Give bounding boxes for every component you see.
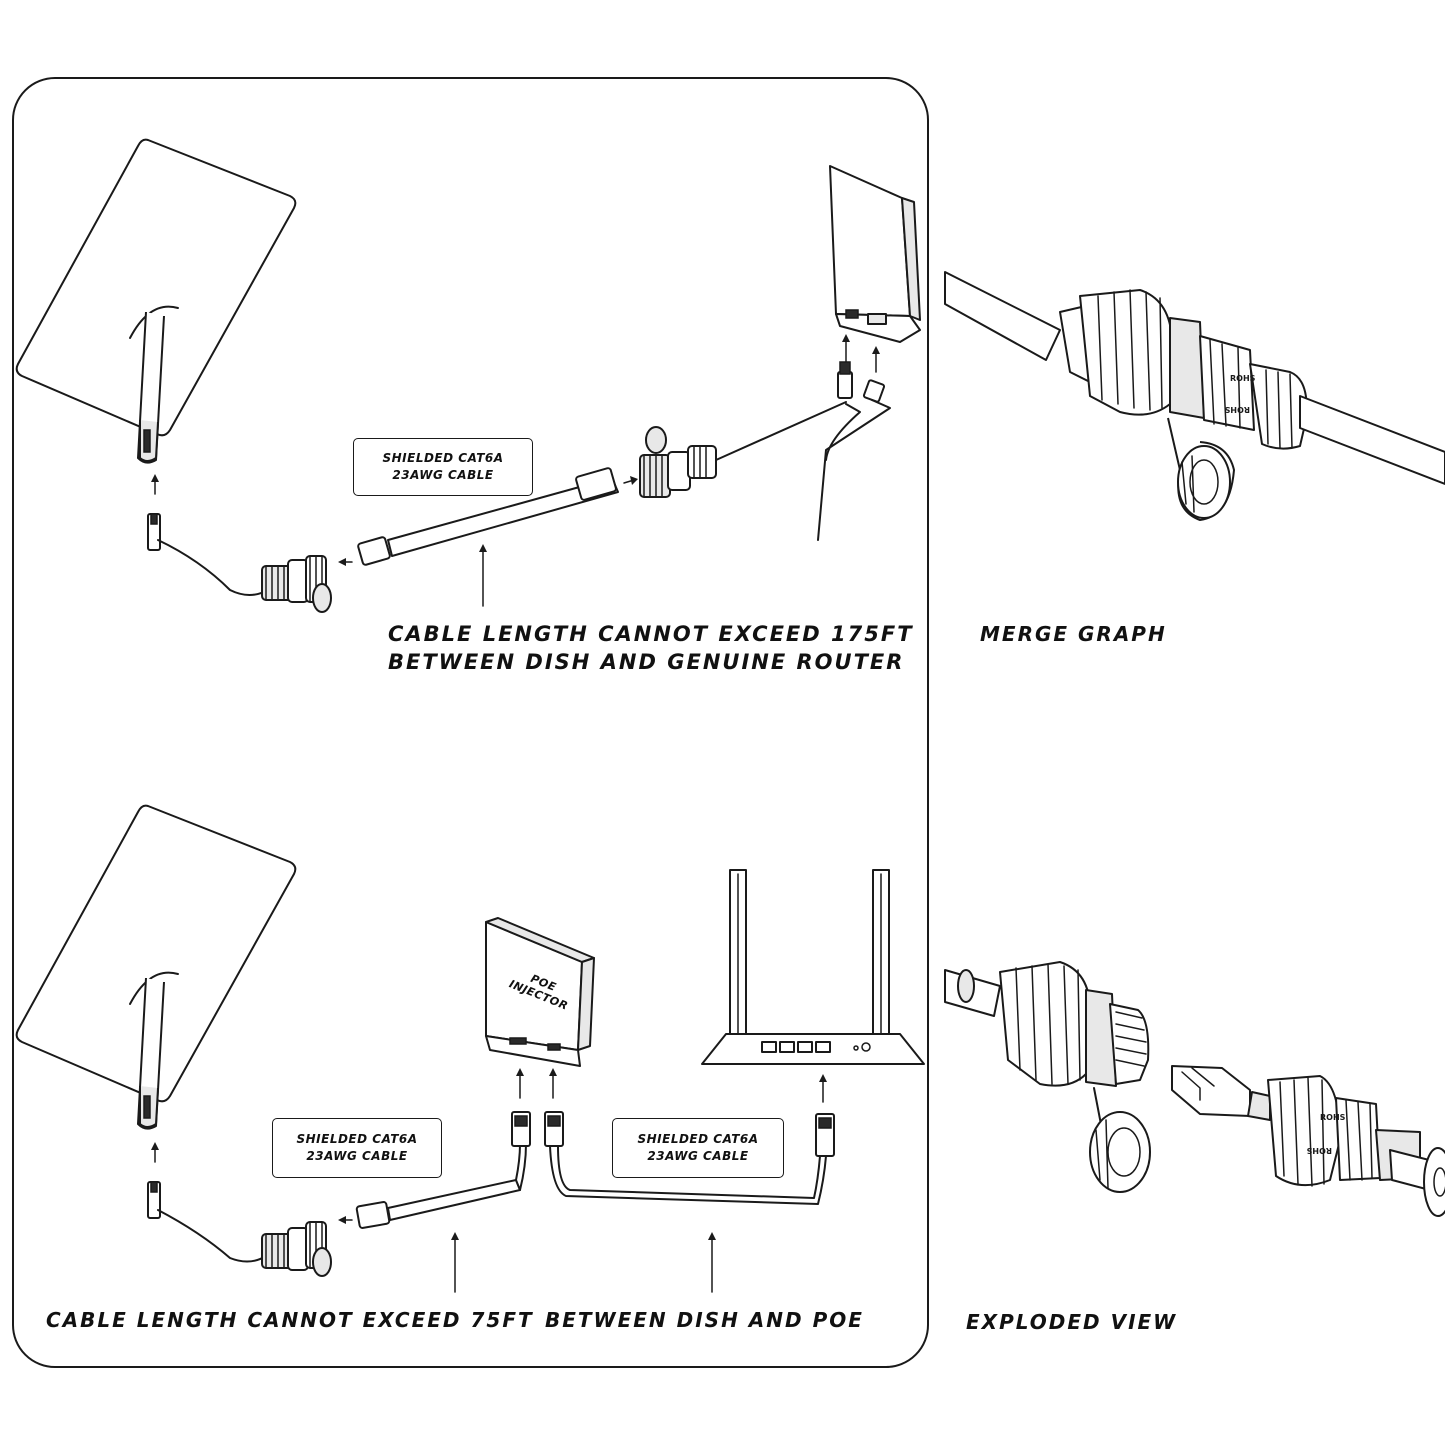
bottom-satellite-dish: [15, 804, 297, 1130]
merge-rohs-mark-a: ROHS: [1230, 374, 1256, 383]
top-genuine-router: [829, 165, 921, 343]
top-caption-line2: BETWEEN DISH AND GENUINE ROUTER: [388, 650, 905, 674]
bottom-router: [701, 869, 925, 1065]
router-arrow-head: [819, 1074, 827, 1082]
exploded-rohs-mark-a: ROHS: [1320, 1113, 1346, 1122]
bottom-left-spec-line2: 23AWG CABLE: [306, 1149, 408, 1163]
exploded-view-label: EXPLODED VIEW: [966, 1310, 1178, 1334]
bottom-left-spec-line1: SHIELDED CAT6A: [296, 1132, 418, 1146]
top-caption-line1: CABLE LENGTH CANNOT EXCEED 175FT: [388, 622, 914, 646]
bottom-rj45-poe-to-router: [544, 1111, 835, 1205]
bottom-caption-left: CABLE LENGTH CANNOT EXCEED 75FT: [46, 1308, 534, 1332]
top-satellite-dish: [15, 138, 297, 464]
top-left-arrow-head: [338, 558, 346, 566]
top-right-arrow-head: [630, 476, 638, 485]
top-cable-spec-line2: 23AWG CABLE: [392, 468, 494, 482]
bottom-right-spec-line1: SHIELDED CAT6A: [637, 1132, 759, 1146]
merge-graph-connector: ROHS ROHS: [944, 271, 1445, 521]
top-cable-spec-line1: SHIELDED CAT6A: [382, 451, 504, 465]
top-cable-spec-box: SHIELDED CAT6A 23AWG CABLE: [353, 438, 533, 496]
bottom-left-arrow-head: [338, 1216, 346, 1224]
top-caption-arrow-head: [479, 544, 487, 552]
bottom-dish-arrow-head: [151, 1142, 159, 1150]
top-waterproof-connector-right: [639, 401, 847, 498]
poe-injector: [485, 917, 595, 1067]
bottom-caption-arrow-right-head: [708, 1232, 716, 1240]
bottom-right-spec-line2: 23AWG CABLE: [647, 1149, 749, 1163]
top-dish-plug: [147, 513, 269, 596]
bottom-caption-arrow-left-head: [451, 1232, 459, 1240]
top-router-arrow-a-head: [842, 334, 850, 342]
merge-rohs-mark-b: ROHS: [1224, 405, 1250, 414]
diagram-panel-border: [12, 77, 929, 1368]
exploded-rohs-mark-b: ROHS: [1306, 1146, 1332, 1155]
top-dish-arrow-head: [151, 474, 159, 482]
bottom-caption-right: BETWEEN DISH AND POE: [545, 1308, 864, 1332]
top-waterproof-connector-left: [261, 555, 332, 613]
poe-arrow-a-head: [516, 1068, 524, 1076]
bottom-dish-plug: [147, 1181, 267, 1263]
bottom-waterproof-connector: [261, 1221, 332, 1277]
top-router-plugs: [817, 361, 891, 541]
bottom-cable-spec-box-left: SHIELDED CAT6A 23AWG CABLE: [272, 1118, 442, 1178]
exploded-view-connector: ROHS ROHS: [944, 961, 1445, 1217]
top-rj45-plug-left: [357, 467, 619, 566]
merge-graph-label: MERGE GRAPH: [980, 622, 1167, 646]
bottom-cable-spec-box-right: SHIELDED CAT6A 23AWG CABLE: [612, 1118, 784, 1178]
bottom-rj45-cable-to-poe: [355, 1111, 531, 1229]
poe-arrow-b-head: [549, 1068, 557, 1076]
top-router-arrow-b-head: [872, 346, 880, 354]
